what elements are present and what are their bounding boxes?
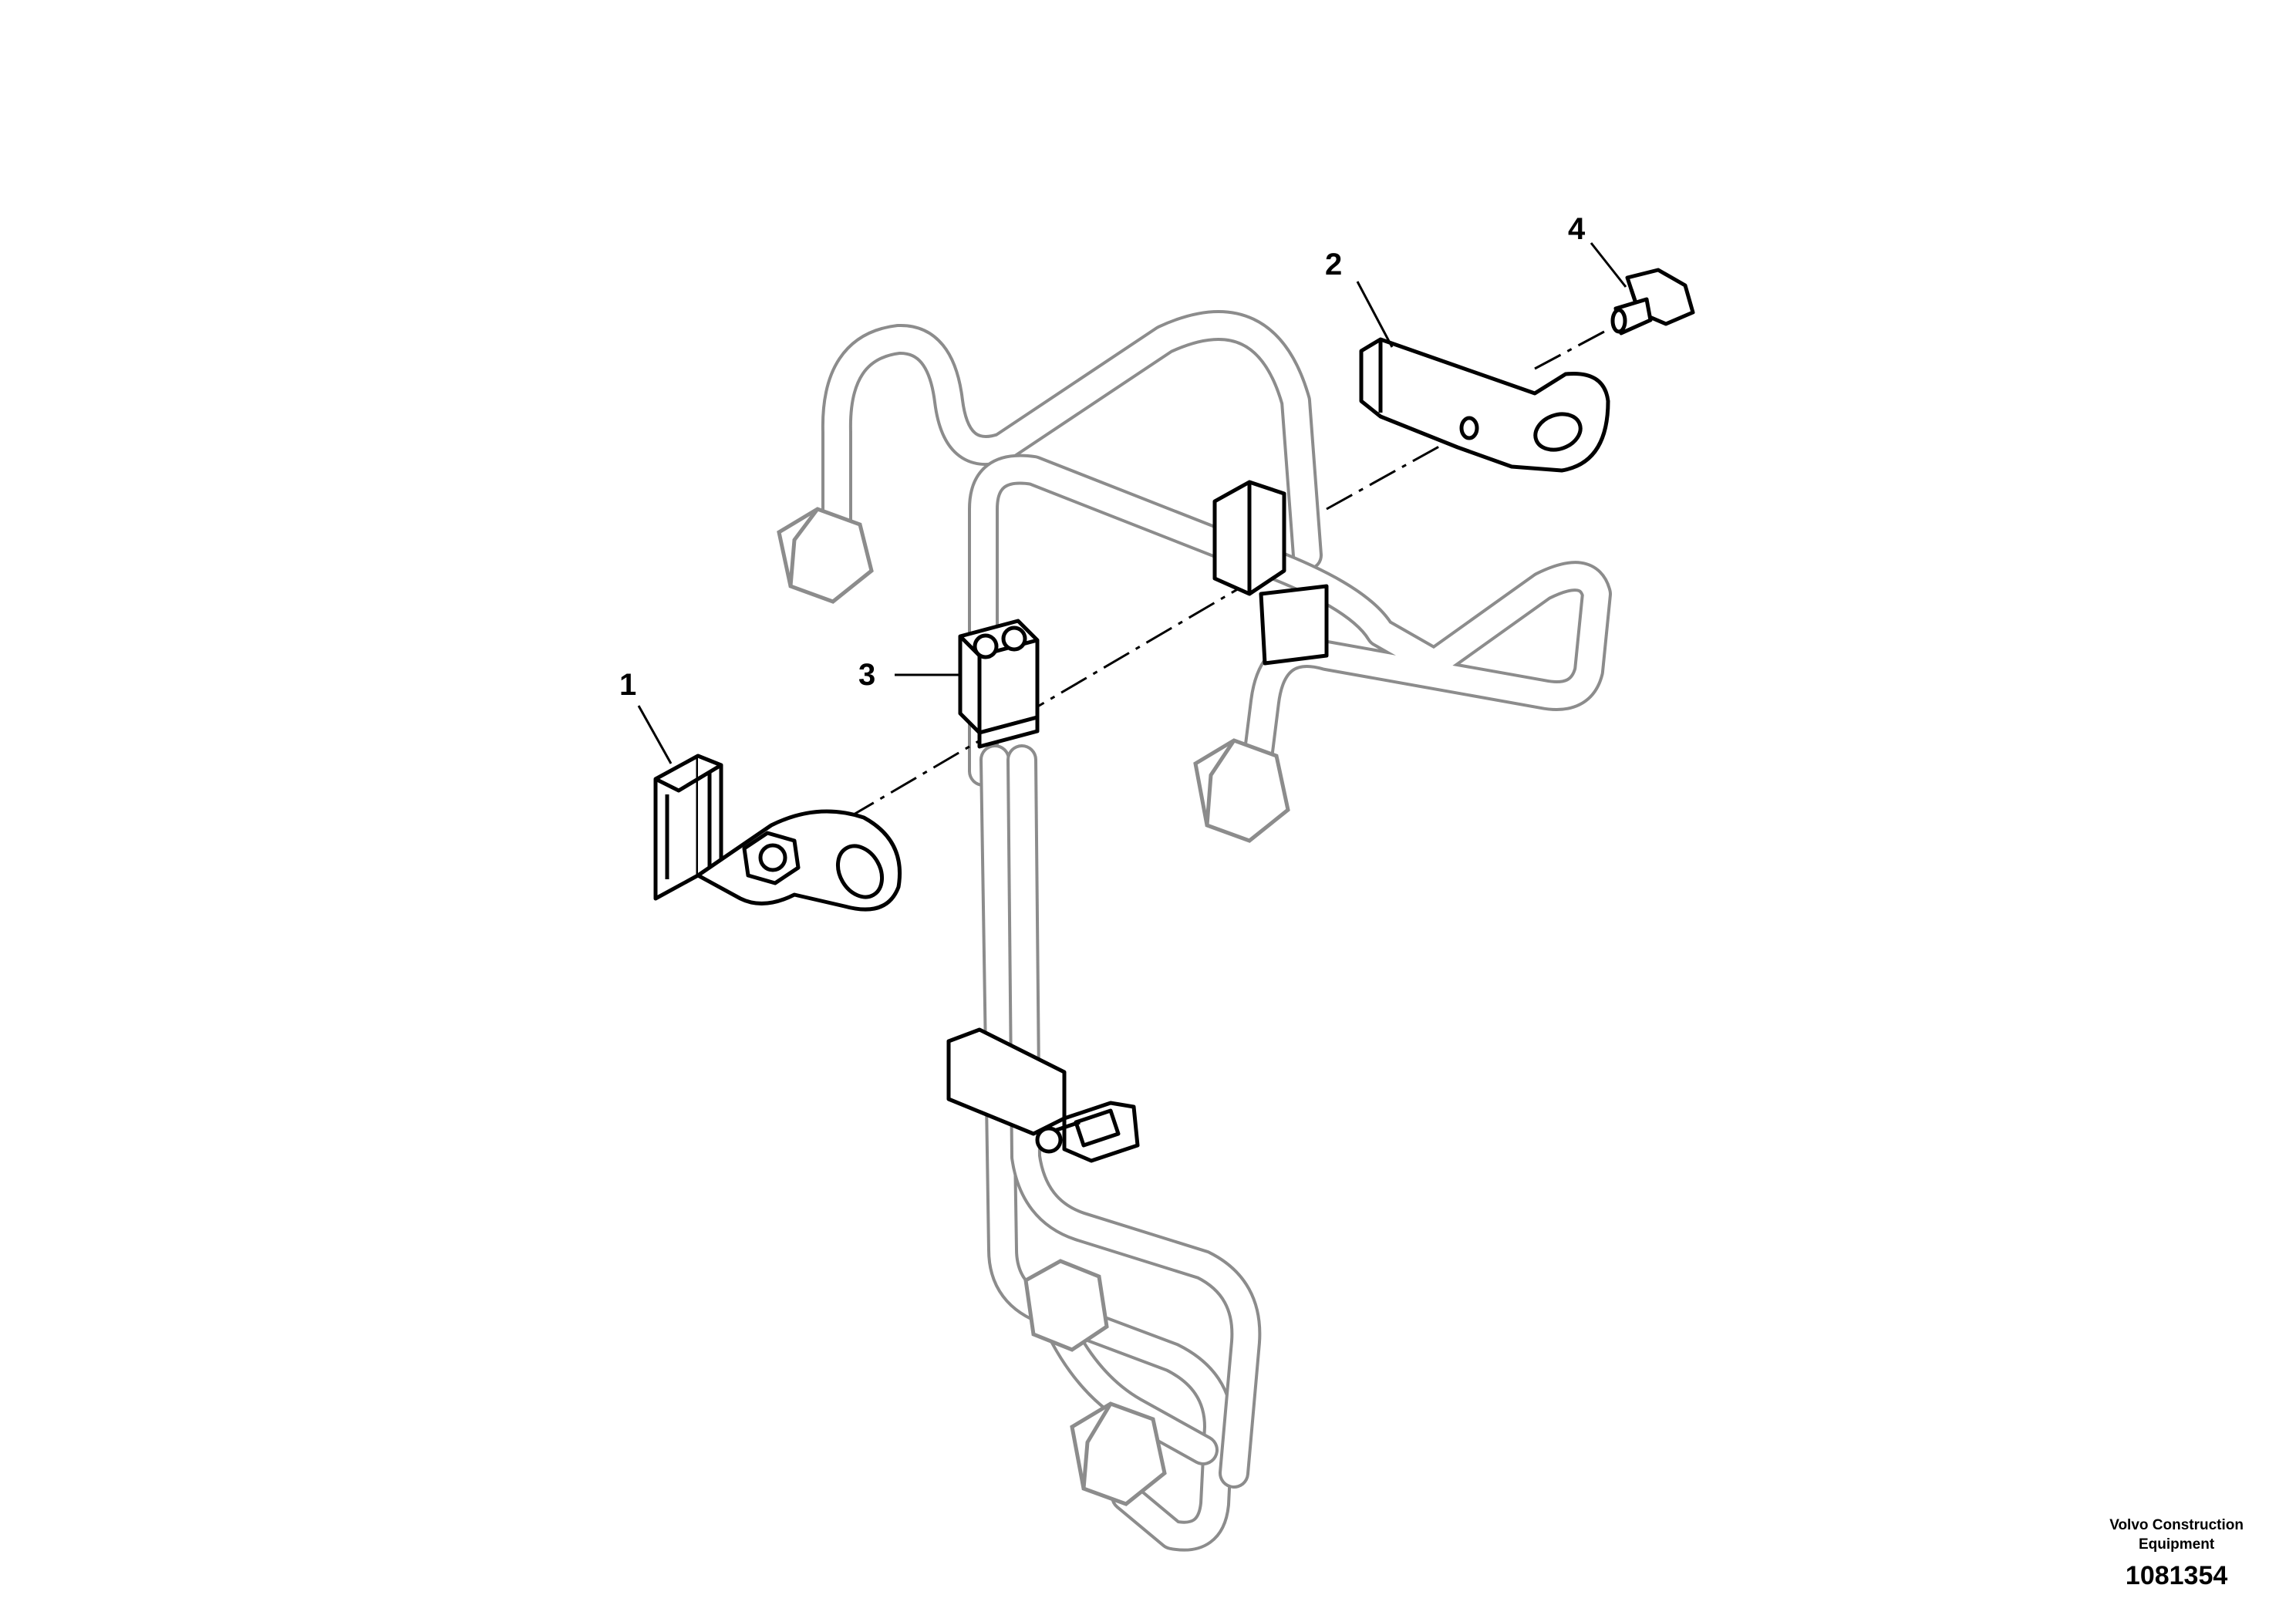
reference-number: 1081354 [2125,1561,2228,1590]
nut-top-left [777,507,874,604]
pipe-nuts [777,507,1290,1506]
pipe-c [979,744,1234,1552]
nut-lower-left [1023,1259,1109,1352]
installed-clamp-lower [946,1027,1140,1163]
callout-1: 1 [619,668,637,702]
nut-bottom [1070,1401,1167,1506]
installed-clamp-upper [1212,480,1329,666]
assembly-lines [848,330,1605,819]
part-2-retaining-plate [1359,337,1610,473]
callout-3: 3 [858,658,876,692]
nut-middle-right [1193,738,1290,843]
part-4-bolt [1610,268,1695,336]
callout-4: 4 [1568,212,1586,246]
fuel-pipes [821,310,1612,1552]
brand-line-2: Equipment [2139,1536,2215,1553]
part-3-double-pipe-clamp [958,619,1040,749]
footer: Volvo Construction Equipment 1081354 [2109,1516,2244,1591]
part-1-clamp-bracket [653,754,902,912]
leader-lines [637,242,1627,764]
callout-2: 2 [1325,248,1343,282]
pipe-d [1006,744,1262,1489]
pipe-a [821,310,1323,571]
brand-line-1: Volvo Construction [2109,1517,2244,1533]
